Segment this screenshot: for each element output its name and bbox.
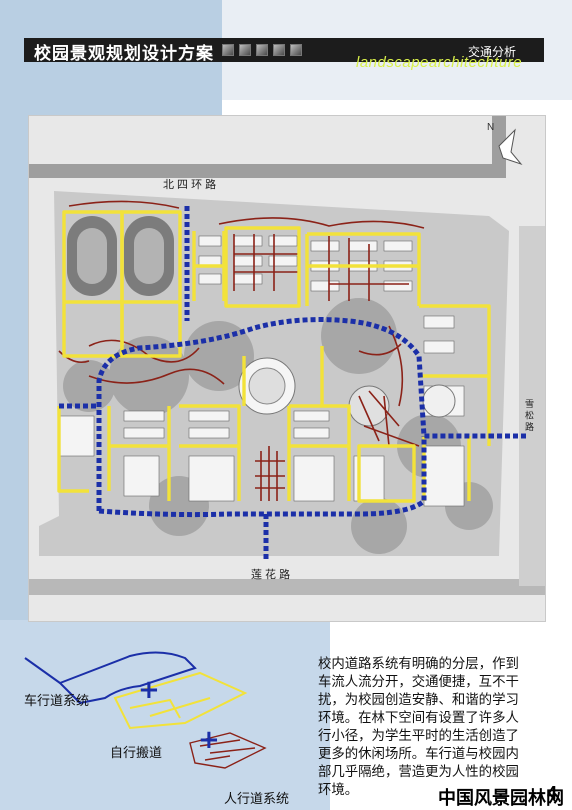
- road-label-north: 北 四 环 路: [163, 178, 216, 191]
- header-square: [256, 44, 268, 56]
- legend-pedestrian-path-icon: [189, 732, 267, 769]
- english-subtitle: landscapearchitechture: [356, 54, 523, 71]
- legend-diagram: + +: [24, 651, 267, 769]
- outer-road-north: [29, 116, 506, 178]
- description-text: 校内道路系统有明确的分层，作到车流人流分开，交通便捷，互不干扰，为校园创造安静、…: [318, 656, 519, 797]
- header-square: [239, 44, 251, 56]
- campus-buildings: [58, 235, 465, 507]
- section-title: 交通分析: [468, 45, 517, 59]
- road-label-east: 雪 松 路: [524, 399, 534, 432]
- north-arrow-icon: [498, 128, 523, 166]
- east-building-round: [422, 384, 456, 418]
- campus-map: N 北 四 环 路 莲 花 路 雪 松 路: [28, 115, 546, 622]
- outer-road-east: [519, 226, 545, 586]
- legend-label-bicycle: 自行搬道: [110, 745, 163, 760]
- page-number: 4: [547, 783, 558, 803]
- header-square: [290, 44, 302, 56]
- road-label-south: 莲 花 路: [251, 568, 290, 581]
- footer-logo: 中国风景园林网: [438, 788, 564, 809]
- plus-icon: +: [138, 675, 160, 705]
- campus-map-drawing: N 北 四 环 路 莲 花 路 雪 松 路: [29, 116, 545, 621]
- header-decoration: [222, 44, 302, 56]
- legend-vehicle-road-icon: [24, 651, 197, 705]
- north-label: N: [487, 122, 494, 133]
- background-legend-panel: [0, 620, 330, 810]
- legend-bicycle-road-icon: [113, 671, 248, 730]
- bicycle-roads: [57, 210, 491, 503]
- page-title: 校园景观规划设计方案: [34, 44, 214, 63]
- legend-label-vehicle: 车行道系统: [24, 693, 90, 708]
- header-square: [273, 44, 285, 56]
- vehicle-road-system: [59, 206, 529, 561]
- legend-label-pedestrian: 人行道系统: [224, 791, 290, 806]
- header-square: [222, 44, 234, 56]
- plus-icon: +: [198, 725, 220, 755]
- outer-road-south: [29, 579, 545, 595]
- central-plaza-inner: [248, 367, 286, 405]
- sports-fields: [67, 216, 174, 296]
